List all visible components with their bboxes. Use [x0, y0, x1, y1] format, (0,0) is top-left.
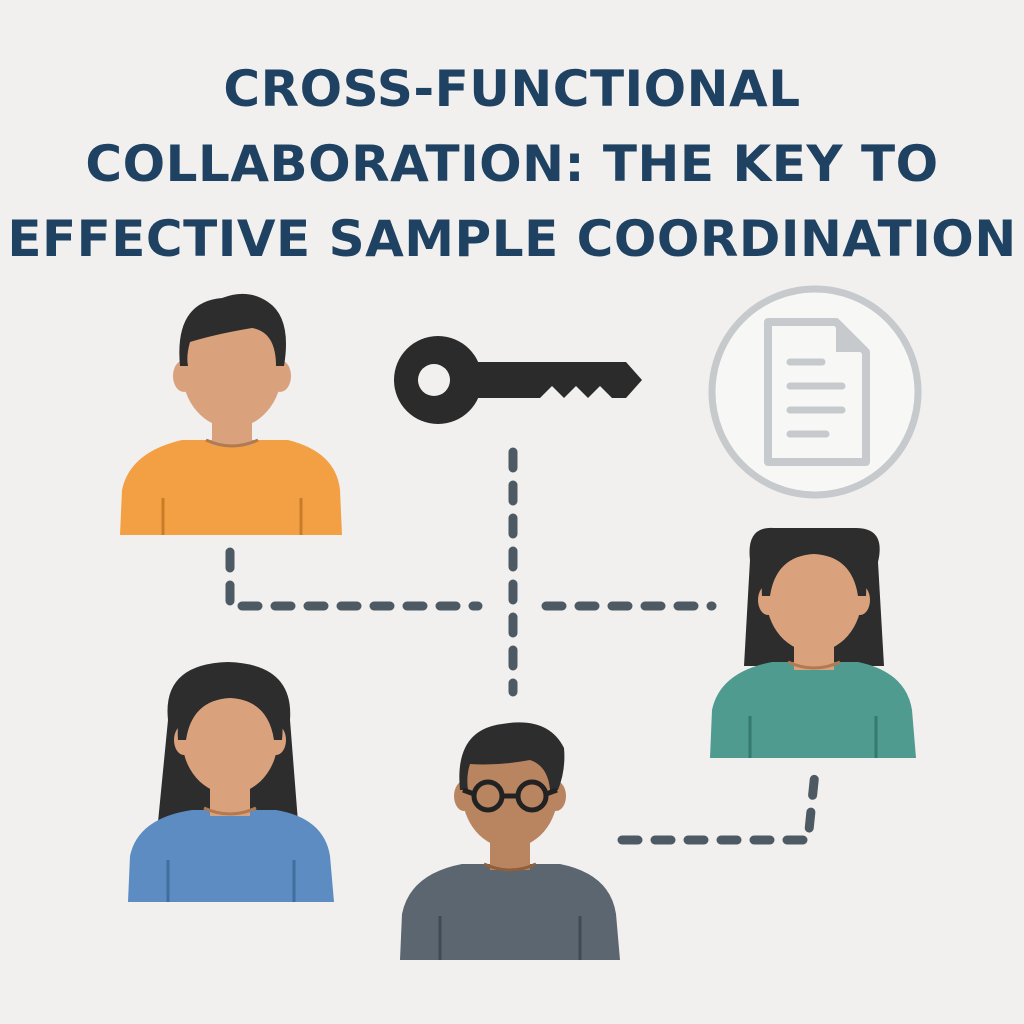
key-icon [394, 336, 642, 424]
person-icon-blue [128, 662, 334, 902]
title-line-3: EFFECTIVE SAMPLE COORDINATION [7, 210, 1017, 268]
title-line-2: COLLABORATION: THE KEY TO [85, 135, 939, 193]
glasses-icon [462, 779, 558, 813]
connector-person-top-left [225, 547, 483, 611]
person-icon-orange [120, 293, 342, 535]
title-line-1: CROSS-FUNCTIONAL [223, 60, 801, 118]
person-icon-gray [400, 722, 620, 960]
connector-person-bottom-right [617, 767, 820, 845]
connector-lines [225, 447, 820, 845]
page-title: CROSS-FUNCTIONAL COLLABORATION: THE KEY … [0, 52, 1024, 277]
person-icon-teal [710, 527, 916, 758]
document-icon [708, 285, 922, 499]
